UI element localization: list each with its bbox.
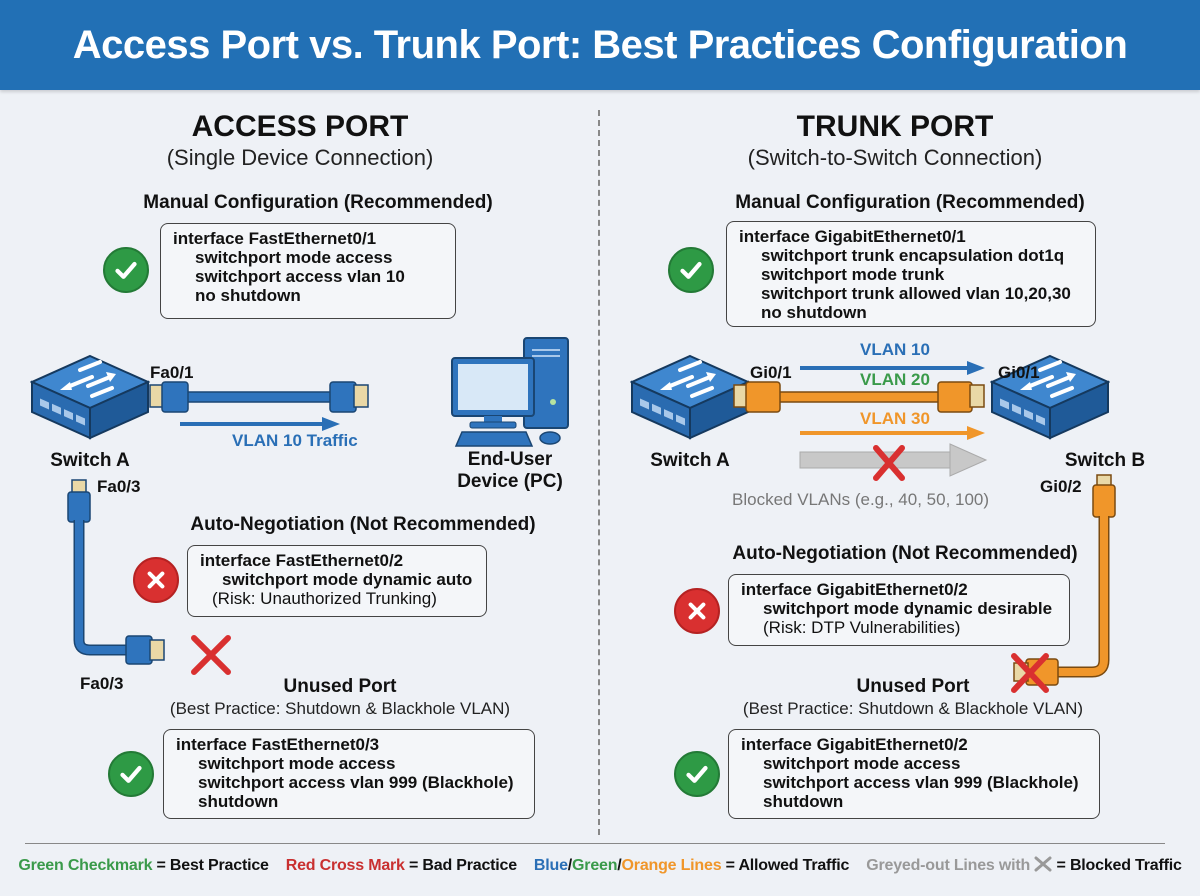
vlan30-label: VLAN 30 — [860, 409, 930, 428]
config-line: interface FastEthernet0/1 — [173, 229, 377, 248]
config-line: interface GigabitEthernet0/2 — [741, 580, 968, 599]
config-line: no shutdown — [761, 303, 867, 322]
access-manual-heading: Manual Configuration (Recommended) — [143, 192, 493, 213]
check-icon — [674, 751, 720, 797]
section-divider — [598, 110, 600, 835]
legend-green-checkmark: Green Checkmark — [18, 857, 153, 874]
switch-a-label: Switch A — [50, 450, 130, 471]
config-line: switchport trunk encapsulation dot1q — [761, 246, 1065, 265]
check-icon — [668, 247, 714, 293]
risk-note: (Risk: Unauthorized Trunking) — [212, 589, 437, 608]
port-label-gi01-b: Gi0/1 — [998, 363, 1040, 382]
blocked-vlans-label: Blocked VLANs (e.g., 40, 50, 100) — [732, 490, 990, 509]
legend-slash: / — [567, 857, 573, 874]
vlan30-arrow — [800, 426, 985, 440]
switch-b-label: Switch B — [1064, 450, 1146, 471]
access-port-title: ACCESS PORT — [191, 110, 409, 143]
pc-label: End-User Device (PC) — [435, 449, 585, 493]
pc-icon — [451, 337, 569, 447]
config-line: switchport mode access — [763, 754, 961, 773]
config-line: switchport access vlan 10 — [195, 267, 405, 286]
legend-allowed-traffic: = Allowed Traffic — [721, 857, 850, 874]
config-line: switchport access vlan 999 (Blackhole) — [198, 773, 514, 792]
check-icon — [103, 247, 149, 293]
legend-best-practice: = Best Practice — [152, 857, 269, 874]
config-line: switchport mode access — [195, 248, 393, 267]
access-port-subtitle: (Single Device Connection) — [166, 145, 434, 170]
unused-port-cross-icon — [1011, 653, 1049, 693]
legend-blue: Blue — [533, 857, 568, 874]
port-label-fa03-bottom: Fa0/3 — [80, 674, 124, 693]
port-label-gi01-a: Gi0/1 — [750, 363, 792, 382]
trunk-port-title: TRUNK PORT — [796, 110, 994, 143]
trunk-cable — [733, 381, 985, 413]
switch-a-icon — [630, 354, 750, 440]
trunk-unused-config-box: interface GigabitEthernet0/2 switchport … — [728, 729, 1100, 819]
access-manual-config-box: interface FastEthernet0/1 switchport mod… — [160, 223, 456, 319]
access-unused-note: (Best Practice: Shutdown & Blackhole VLA… — [169, 699, 511, 718]
grey-cross-icon — [1034, 856, 1052, 872]
access-cable — [149, 381, 369, 413]
blocked-vlan-arrow — [799, 443, 988, 477]
config-line: switchport mode trunk — [761, 265, 945, 284]
cross-icon — [674, 588, 720, 634]
config-line: interface GigabitEthernet0/2 — [741, 735, 968, 754]
vlan20-label: VLAN 20 — [860, 370, 930, 389]
access-port-diagram — [30, 337, 569, 675]
legend: Green Checkmark = Best Practice Red Cros… — [0, 856, 1200, 875]
check-icon — [108, 751, 154, 797]
trunk-auto-heading: Auto-Negotiation (Not Recommended) — [732, 543, 1078, 564]
config-line: switchport access vlan 999 (Blackhole) — [763, 773, 1079, 792]
trunk-manual-config-box: interface GigabitEthernet0/1 switchport … — [726, 221, 1096, 327]
access-auto-config-box: interface FastEthernet0/2 switchport mod… — [187, 545, 487, 617]
trunk-port-diagram — [630, 354, 1116, 693]
config-line: interface GigabitEthernet0/1 — [739, 227, 966, 246]
access-unused-heading: Unused Port — [283, 676, 397, 697]
config-line: switchport mode access — [198, 754, 396, 773]
legend-separator — [25, 843, 1165, 844]
legend-slash: / — [617, 857, 622, 874]
port-label-gi02: Gi0/2 — [1040, 477, 1082, 496]
trunk-unused-note: (Best Practice: Shutdown & Blackhole VLA… — [742, 699, 1084, 718]
legend-red-cross: Red Cross Mark — [285, 857, 405, 874]
config-line: shutdown — [763, 792, 844, 811]
vlan10-arrow — [800, 361, 985, 375]
vlan10-traffic-label: VLAN 10 Traffic — [232, 431, 358, 450]
pc-label-line2: Device (PC) — [457, 471, 563, 492]
access-unused-config-box: interface FastEthernet0/3 switchport mod… — [163, 729, 535, 819]
access-auto-heading: Auto-Negotiation (Not Recommended) — [190, 514, 536, 535]
port-label-fa03-top: Fa0/3 — [97, 477, 141, 496]
trunk-port-subtitle: (Switch-to-Switch Connection) — [747, 145, 1043, 170]
blocked-port-cross-icon — [191, 635, 231, 675]
cross-icon — [133, 557, 179, 603]
legend-greyed-lines: Greyed-out Lines with — [866, 857, 1031, 874]
trunk-unused-heading: Unused Port — [856, 676, 970, 697]
legend-bad-practice: = Bad Practice — [404, 857, 517, 874]
config-line: interface FastEthernet0/2 — [200, 551, 404, 570]
page-title: Access Port vs. Trunk Port: Best Practic… — [72, 22, 1128, 67]
title-banner: Access Port vs. Trunk Port: Best Practic… — [0, 0, 1200, 90]
config-line: shutdown — [198, 792, 279, 811]
legend-green: Green — [572, 857, 618, 874]
config-line: switchport mode dynamic desirable — [763, 599, 1053, 618]
switch-a-icon — [30, 354, 150, 440]
legend-blocked-traffic: = Blocked Traffic — [1052, 857, 1182, 874]
vlan10-traffic-arrow — [180, 417, 340, 431]
config-line: no shutdown — [195, 286, 301, 305]
unused-port-cable — [67, 479, 165, 665]
port-label-fa01: Fa0/1 — [150, 363, 194, 382]
legend-orange-lines: Orange Lines — [621, 857, 722, 874]
config-line: interface FastEthernet0/3 — [176, 735, 380, 754]
pc-label-line1: End-User — [467, 449, 553, 470]
risk-note: (Risk: DTP Vulnerabilities) — [763, 618, 961, 637]
config-line: switchport mode dynamic auto — [222, 570, 473, 589]
switch-a-label: Switch A — [650, 450, 730, 471]
trunk-auto-config-box: interface GigabitEthernet0/2 switchport … — [728, 574, 1070, 646]
trunk-manual-heading: Manual Configuration (Recommended) — [735, 192, 1085, 213]
config-line: switchport trunk allowed vlan 10,20,30 — [761, 284, 1071, 303]
vlan10-label: VLAN 10 — [860, 340, 930, 359]
blocked-cross-icon — [873, 445, 905, 481]
